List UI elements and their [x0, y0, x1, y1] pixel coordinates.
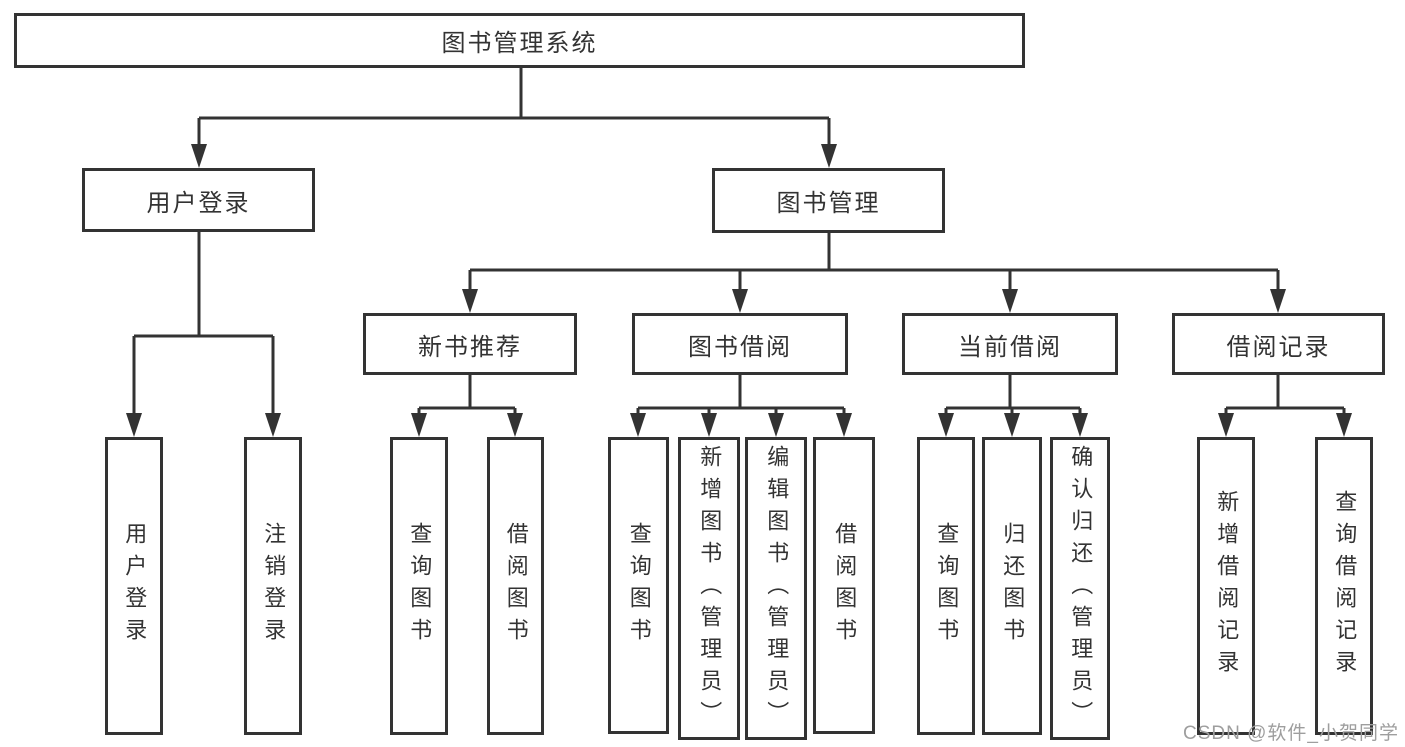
leaf-edit-book-admin-label: 编辑图书（管理员） [764, 444, 790, 733]
arrowhead [265, 413, 281, 437]
node-root-label: 图书管理系统 [441, 30, 598, 57]
leaf-user-login-label: 用户登录 [122, 522, 148, 650]
leaf-query-books-borrow: 查询图书 [608, 437, 669, 734]
node-root: 图书管理系统 [14, 13, 1025, 68]
leaf-borrow-books-borrow: 借阅图书 [813, 437, 875, 734]
leaf-user-login: 用户登录 [105, 437, 163, 735]
arrowhead [1218, 413, 1234, 437]
leaf-add-borrow-record: 新增借阅记录 [1197, 437, 1255, 735]
arrowhead [768, 413, 784, 437]
node-user-login-label: 用户登录 [146, 189, 251, 217]
connector-bookmgmt-to-level3 [468, 233, 1280, 292]
leaf-return-book-label: 归还图书 [1000, 522, 1026, 650]
leaf-logout-label: 注销登录 [261, 522, 287, 650]
arrowhead [411, 413, 427, 437]
leaf-borrow-books-recommend-label: 借阅图书 [503, 522, 529, 650]
leaf-logout: 注销登录 [244, 437, 302, 735]
arrowhead [1004, 413, 1020, 437]
leaf-query-books-recommend: 查询图书 [390, 437, 448, 735]
arrowhead [507, 413, 523, 437]
leaf-confirm-return-admin: 确认归还（管理员） [1050, 437, 1110, 740]
node-new-book-recommend-label: 新书推荐 [418, 333, 522, 361]
leaf-add-book-admin: 新增图书（管理员） [678, 437, 740, 740]
arrowhead [1002, 289, 1018, 313]
arrowhead [462, 289, 478, 313]
leaf-query-borrow-record: 查询借阅记录 [1315, 437, 1373, 735]
arrowhead [1072, 413, 1088, 437]
arrowhead [126, 413, 142, 437]
arrowhead [630, 413, 646, 437]
arrowhead [191, 144, 207, 168]
connector-newbook-to-leaves [417, 375, 517, 416]
leaf-query-books-recommend-label: 查询图书 [407, 522, 433, 650]
arrowhead [836, 413, 852, 437]
arrowhead [821, 144, 837, 168]
connector-userlogin-to-leaves [132, 232, 275, 416]
leaf-query-books-borrow-label: 查询图书 [626, 521, 652, 650]
connector-records-to-leaves [1224, 375, 1346, 416]
node-borrow-records: 借阅记录 [1172, 313, 1385, 375]
leaf-query-borrow-record-label: 查询借阅记录 [1332, 490, 1358, 682]
node-borrow-records-label: 借阅记录 [1226, 333, 1331, 361]
node-user-login: 用户登录 [82, 168, 315, 232]
node-book-borrow-label: 图书借阅 [688, 333, 792, 361]
node-book-management: 图书管理 [712, 168, 945, 233]
connector-borrow-to-leaves [636, 375, 846, 416]
arrowhead [1336, 413, 1352, 437]
leaf-borrow-books-recommend: 借阅图书 [487, 437, 544, 735]
node-book-borrow: 图书借阅 [632, 313, 848, 375]
arrowhead [732, 289, 748, 313]
watermark: CSDN @软件_小贺同学 [1183, 723, 1399, 744]
leaf-add-book-admin-label: 新增图书（管理员） [697, 444, 723, 733]
node-current-borrow: 当前借阅 [902, 313, 1118, 375]
node-current-borrow-label: 当前借阅 [958, 333, 1062, 361]
leaf-query-books-current: 查询图书 [917, 437, 975, 735]
arrowhead [1270, 289, 1286, 313]
arrowhead [701, 413, 717, 437]
leaf-query-books-current-label: 查询图书 [934, 522, 960, 650]
leaf-confirm-return-admin-label: 确认归还（管理员） [1068, 444, 1094, 733]
connector-current-to-leaves [944, 375, 1082, 416]
leaf-edit-book-admin: 编辑图书（管理员） [745, 437, 807, 740]
node-book-management-label: 图书管理 [776, 190, 881, 217]
leaf-return-book: 归还图书 [982, 437, 1042, 735]
leaf-add-borrow-record-label: 新增借阅记录 [1214, 490, 1240, 682]
node-new-book-recommend: 新书推荐 [363, 313, 577, 375]
arrowhead [938, 413, 954, 437]
leaf-borrow-books-borrow-label: 借阅图书 [832, 521, 858, 650]
connector-root-to-level2 [197, 68, 831, 145]
